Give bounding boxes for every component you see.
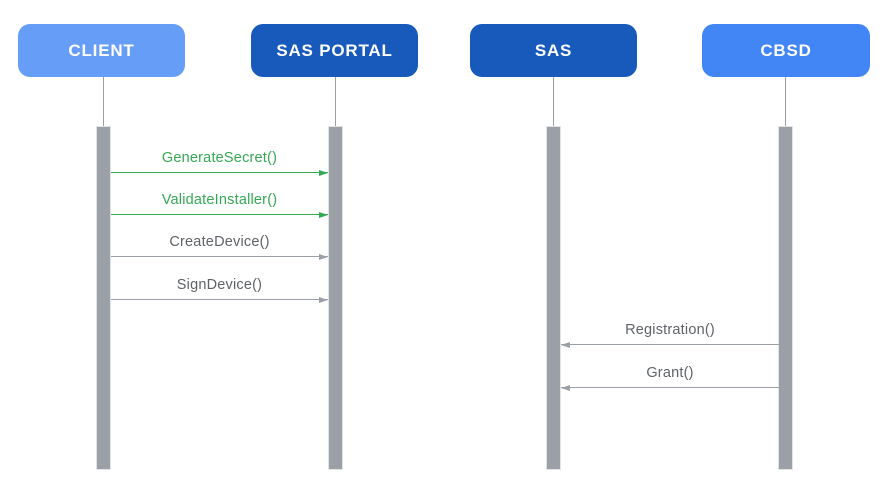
- arrow-line: [111, 171, 328, 173]
- actor-label-client: CLIENT: [68, 40, 135, 60]
- actor-box-sas: SAS: [470, 24, 637, 77]
- activation-bar-cbsd: [778, 126, 793, 470]
- actor-label-cbsd: CBSD: [760, 40, 812, 60]
- message-label: GenerateSecret(): [161, 150, 278, 166]
- message-label: CreateDevice(): [169, 234, 270, 250]
- message-grant: Grant(): [561, 365, 779, 391]
- message-sign-device: SignDevice(): [111, 277, 328, 303]
- arrow-line: [111, 298, 328, 300]
- message-label: SignDevice(): [176, 277, 263, 293]
- message-label: Grant(): [646, 365, 694, 381]
- message-label: ValidateInstaller(): [161, 192, 278, 208]
- message-label: Registration(): [625, 322, 715, 338]
- arrowhead-left-icon: [561, 385, 570, 391]
- actor-label-sas-portal: SAS PORTAL: [276, 40, 393, 60]
- actor-box-cbsd: CBSD: [702, 24, 870, 77]
- arrowhead-right-icon: [319, 170, 328, 176]
- activation-bar-sas-portal: [328, 126, 343, 470]
- message-validate-installer: ValidateInstaller(): [111, 192, 328, 218]
- arrowhead-left-icon: [561, 342, 570, 348]
- arrow-line: [111, 213, 328, 215]
- arrowhead-right-icon: [319, 212, 328, 218]
- message-generate-secret: GenerateSecret(): [111, 150, 328, 176]
- lifeline-sas: [553, 77, 554, 126]
- arrowhead-right-icon: [319, 254, 328, 260]
- arrow-line: [111, 255, 328, 257]
- activation-bar-client: [96, 126, 111, 470]
- activation-bar-sas: [546, 126, 561, 470]
- message-create-device: CreateDevice(): [111, 234, 328, 260]
- message-registration: Registration(): [561, 322, 779, 348]
- actor-label-sas: SAS: [534, 40, 573, 60]
- arrow-line: [561, 343, 779, 345]
- arrow-line: [561, 386, 779, 388]
- actor-box-sas-portal: SAS PORTAL: [251, 24, 418, 77]
- lifeline-sas-portal: [335, 77, 336, 126]
- lifeline-client: [103, 77, 104, 126]
- actor-box-client: CLIENT: [18, 24, 185, 77]
- arrowhead-right-icon: [319, 297, 328, 303]
- lifeline-cbsd: [785, 77, 786, 126]
